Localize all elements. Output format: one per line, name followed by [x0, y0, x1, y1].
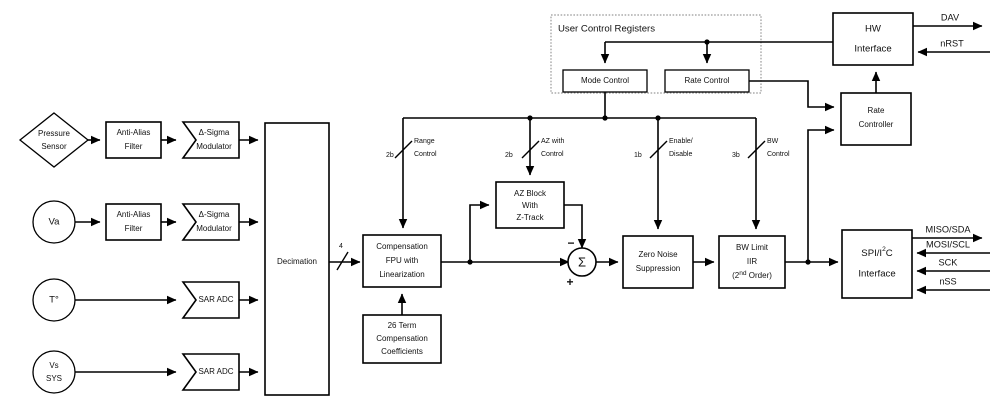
fpu-label-3: Linearization [379, 270, 424, 279]
anti-alias-filter-1 [105, 121, 162, 159]
bw-label-1: BW Limit [736, 243, 769, 252]
compensation-fpu-block [362, 234, 442, 288]
bus-width-bw-control: 3b [732, 152, 740, 159]
wire-fpu-to-az [469, 200, 490, 262]
mosi-scl-label: MOSI/SCL [926, 239, 970, 249]
sar-adc-1-label: SAR ADC [198, 295, 233, 304]
sar-adc-1 [181, 281, 240, 319]
va-source-label: Va [48, 217, 60, 228]
vs-sys-label-2: SYS [46, 374, 62, 383]
mod1-label-1: Δ-Sigma [199, 128, 230, 137]
az-block [495, 181, 565, 229]
bus-slash-bw-control [747, 140, 766, 159]
enable-disable-label-1: Enable/ [669, 138, 693, 145]
fpu-label-2: FPU with [386, 256, 418, 265]
spi-label-2: Interface [858, 269, 895, 280]
hw-interface-block [832, 12, 914, 66]
coef-label-3: Coefficients [381, 347, 423, 356]
bus-slash-az-control [521, 140, 540, 159]
sum-plus-sign: + [566, 275, 573, 289]
az-control-label-2: Control [541, 151, 564, 158]
decimation-label: Decimation [277, 257, 317, 266]
wire-bw-to-rate-controller [807, 125, 835, 262]
vs-sys-label-1: Vs [49, 361, 58, 370]
az-label-1: AZ Block [514, 189, 547, 198]
mod1-label-2: Modulator [196, 142, 232, 151]
bus-width-range-control: 2b [386, 152, 394, 159]
zns-label-1: Zero Noise [638, 250, 678, 259]
junction-register-bus [704, 39, 710, 45]
user-control-registers-label: User Control Registers [558, 24, 655, 35]
az-control-label-1: AZ with [541, 138, 564, 145]
anti-alias-filter-2 [105, 203, 162, 241]
bus-width-az-control: 2b [505, 152, 513, 159]
pressure-sensor-label-2: Sensor [41, 142, 67, 151]
rate-controller-label-1: Rate [868, 106, 885, 115]
sum-minus-sign: − [567, 236, 574, 250]
aaf1-label-1: Anti-Alias [117, 128, 151, 137]
fpu-label-1: Compensation [376, 242, 428, 251]
enable-disable-label-2: Disable [669, 151, 692, 158]
aaf2-label-2: Filter [125, 224, 143, 233]
sigma-symbol: Σ [578, 254, 586, 269]
az-label-3: Z-Track [516, 213, 544, 222]
vs-sys-source-shape [32, 350, 76, 394]
bus-slash-decimation [336, 251, 349, 271]
bw-label-3: (2nd Order) [732, 270, 772, 280]
bw-limit-iir-block [718, 235, 786, 289]
bus-slash-range-control [394, 140, 413, 159]
mod2-label-2: Modulator [196, 224, 232, 233]
hw-label-2: Interface [854, 44, 891, 55]
aaf2-label-1: Anti-Alias [117, 210, 151, 219]
az-label-2: With [522, 201, 538, 210]
coef-label-1: 26 Term [388, 321, 417, 330]
bw-label-2: IIR [747, 257, 757, 266]
temperature-source-label: T° [49, 295, 59, 306]
sar-adc-2 [181, 353, 240, 391]
junction-fpu-az [467, 259, 473, 265]
junction-bw-rate-controller [805, 259, 811, 265]
zero-noise-suppression-block [622, 235, 694, 289]
bw-control-label-1: BW [767, 138, 779, 145]
sck-label: SCK [939, 257, 959, 267]
delta-sigma-modulator-2 [181, 203, 240, 241]
sar-adc-2-label: SAR ADC [198, 367, 233, 376]
range-control-label-1: Range [414, 138, 435, 145]
coef-label-2: Compensation [376, 334, 428, 343]
rate-controller-label-2: Controller [859, 120, 894, 129]
bw-control-label-2: Control [767, 151, 790, 158]
pressure-sensor-shape [18, 112, 90, 168]
spi-label-1: SPI/I2C [861, 246, 892, 259]
miso-sda-label: MISO/SDA [926, 224, 972, 234]
wire-az-to-sum-minus [564, 204, 587, 249]
pressure-sensor-label-1: Pressure [38, 129, 71, 138]
bus-width-label-decimation: 4 [339, 243, 343, 250]
nss-label: nSS [939, 276, 956, 286]
delta-sigma-modulator-1 [181, 121, 240, 159]
bus-width-enable-disable: 1b [634, 152, 642, 159]
range-control-label-2: Control [414, 151, 437, 158]
rate-controller-block [840, 92, 912, 146]
hw-label-1: HW [865, 24, 882, 35]
aaf1-label-2: Filter [125, 142, 143, 151]
zns-label-2: Suppression [636, 264, 680, 273]
decimation-block [264, 122, 330, 396]
mod2-label-1: Δ-Sigma [199, 210, 230, 219]
wire-rate-control-to-rate-controller [749, 80, 835, 112]
mode-control-label: Mode Control [581, 76, 629, 85]
compensation-coefficients-block [362, 314, 442, 364]
dav-label: DAV [941, 12, 960, 22]
nrst-label: nRST [940, 38, 964, 48]
spi-i2c-interface-block [841, 229, 913, 299]
rate-control-label: Rate Control [685, 76, 730, 85]
bus-slash-enable-disable [649, 140, 668, 159]
junction-control-bus-center [602, 115, 608, 121]
